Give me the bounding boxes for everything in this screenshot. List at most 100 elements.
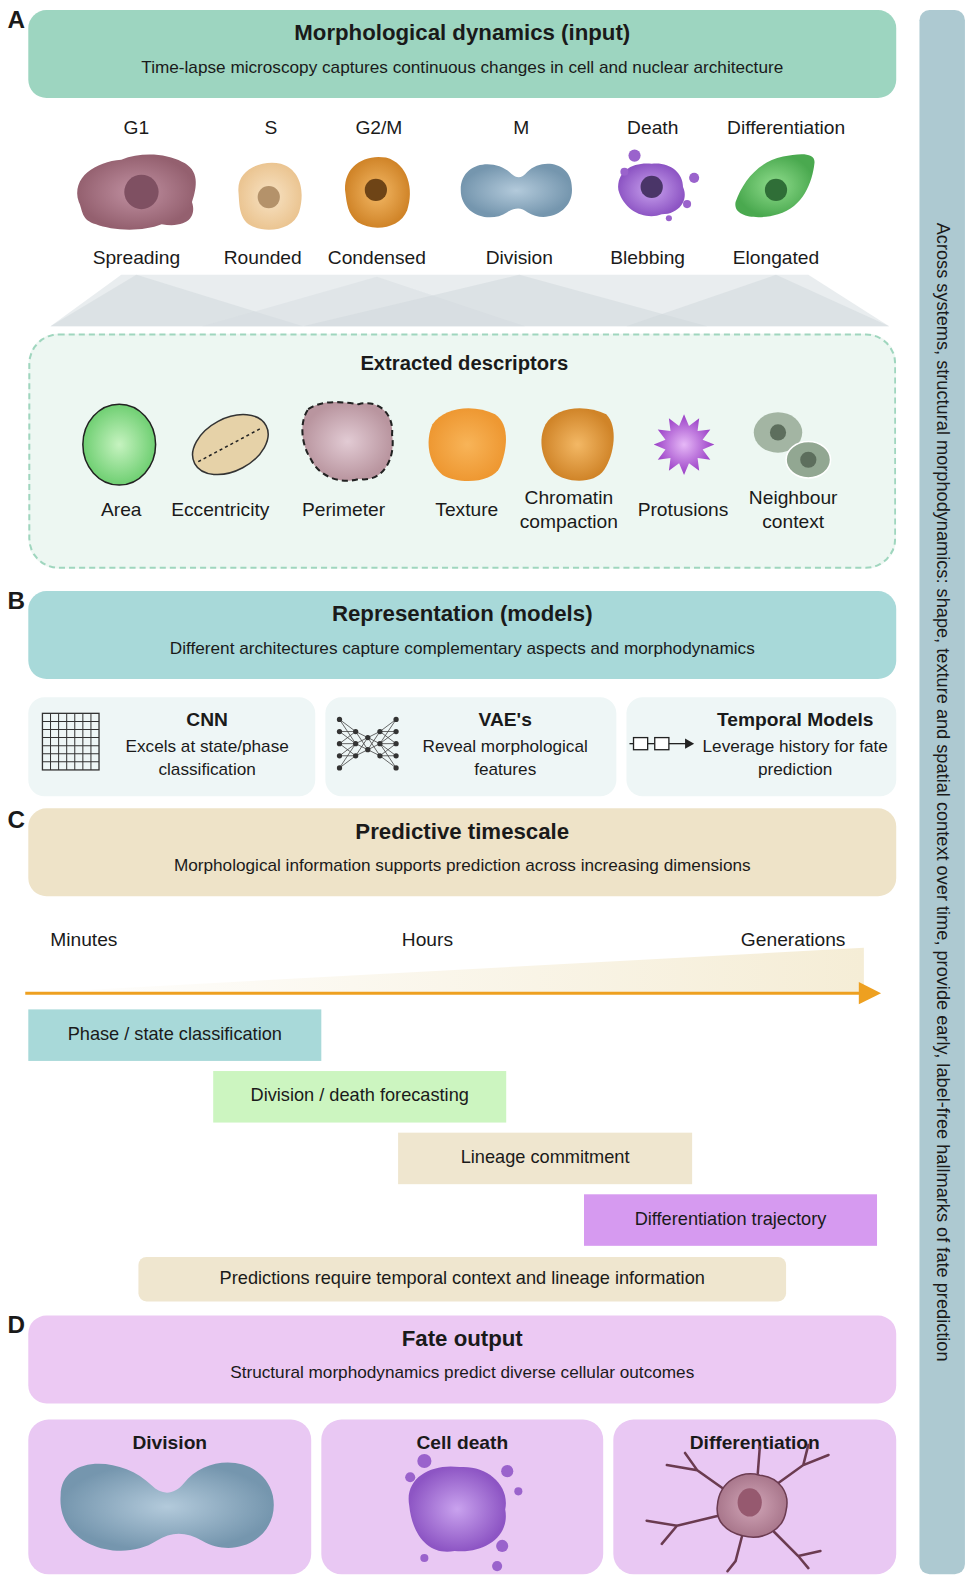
panel-letter: B (1, 587, 31, 616)
eccentricity-ellipse (182, 402, 278, 486)
descriptor-group: Extracted descriptors (28, 333, 896, 568)
descriptor-label: Texture (406, 499, 527, 522)
node-text: Division / death forecasting (213, 1085, 506, 1107)
panel-header: Representation (models) Different archite… (28, 591, 896, 679)
cell-spreading (77, 154, 196, 229)
timescale-bar: Differentiation trajectory (584, 1194, 877, 1246)
nucleus (365, 179, 387, 201)
timescale-bar: Division / death forecasting (213, 1071, 506, 1123)
node-text: Extracted descriptors (30, 351, 898, 375)
neuron-dendrites (647, 1445, 829, 1571)
node-heading: Morphological dynamics (input) (28, 20, 896, 47)
panel-header: Morphological dynamics (input) Time-lapse… (28, 10, 896, 98)
panel-header: Predictive timescaleMorphological inform… (28, 808, 896, 896)
panel-letter: A (1, 6, 31, 35)
timescale-bar: Lineage commitment (398, 1133, 692, 1185)
nucleus (738, 1488, 762, 1516)
node-text: Differentiation (613, 1432, 896, 1455)
timescale-label: Generations (722, 929, 863, 952)
chromatin-shape (541, 408, 613, 481)
morphology-label: Blebbing (582, 247, 713, 270)
temporal-icon-line (669, 743, 687, 744)
vae-network-icon (339, 719, 396, 767)
nucleus (770, 424, 786, 440)
node-text: Excels at state/phase classification (101, 735, 313, 781)
bleb (628, 150, 640, 162)
bleb (683, 200, 691, 208)
descriptor-label: Perimeter (278, 499, 409, 522)
node-text: Different architectures capture compleme… (28, 639, 896, 660)
descriptor-label: Eccentricity (155, 499, 286, 522)
bleb (689, 173, 699, 183)
nucleus (124, 175, 158, 209)
nucleus (641, 176, 663, 198)
cell-blebbing (618, 163, 685, 216)
nucleus (258, 186, 280, 208)
major-axis (198, 427, 262, 461)
phase-label: G2/M (313, 117, 444, 140)
nucleus (765, 179, 787, 201)
phase-label: M (456, 117, 587, 140)
node-text: Division (28, 1432, 311, 1455)
fate-box: Differentiation (613, 1420, 896, 1575)
node-text: Lineage commitment (398, 1147, 692, 1169)
model-box: CNNExcels at state/phase classification (28, 697, 315, 796)
cnn-grid-lines (42, 713, 99, 770)
descriptor-label: Area (66, 499, 177, 522)
timescale-label: Minutes (23, 929, 144, 952)
node-heading: Representation (models) (28, 601, 896, 628)
note-bar: Predictions require temporal context and… (138, 1257, 786, 1301)
fan-shape (51, 275, 890, 327)
morphology-label: Rounded (197, 247, 328, 270)
node-text: Cell death (321, 1432, 603, 1455)
dying-cell (409, 1466, 506, 1551)
side-banner: Across systems, structural morphodynamic… (919, 10, 964, 1574)
timescale-wedge (25, 948, 864, 993)
morphology-label: Spreading (71, 247, 202, 270)
temporal-icon-arrow (685, 739, 694, 749)
phase-label: Differentiation (700, 117, 872, 140)
eccentricity-shape (182, 402, 278, 486)
texture-shape (429, 408, 506, 481)
cnn-grid-icon (42, 713, 99, 770)
neighbour-cell (786, 442, 830, 478)
fate-box: Cell death (321, 1420, 603, 1575)
panel-letter: C (1, 806, 31, 835)
model-box: Temporal ModelsLeverage history for fate… (626, 697, 896, 796)
descriptor-label: Chromatin compaction (513, 487, 624, 533)
timescale-bar: Phase / state classification (28, 1009, 321, 1061)
phase-label: S (205, 117, 336, 140)
cell-division (461, 164, 572, 218)
morphology-label: Division (454, 247, 585, 270)
node-text: Predictions require temporal context and… (138, 1268, 786, 1290)
neuron-body (717, 1474, 787, 1537)
node-text: Time-lapse microscopy captures continuou… (28, 58, 896, 79)
phase-label: Death (587, 117, 718, 140)
temporal-icon-line (648, 743, 655, 744)
fan-shape (626, 275, 889, 327)
fate-box: Division (28, 1420, 311, 1575)
morphology-label: Elongated (710, 247, 841, 270)
cell-rounded (238, 163, 301, 230)
division-cell (60, 1463, 273, 1551)
node-heading: VAE's (402, 709, 608, 732)
node-text: Differentiation trajectory (584, 1208, 877, 1230)
perimeter-shape (302, 402, 392, 481)
blebs (405, 1454, 522, 1571)
fan-shape (303, 275, 707, 327)
node-text: Morphological information supports predi… (28, 856, 896, 877)
area-shape (83, 404, 156, 485)
temporal-icon-box (655, 738, 669, 750)
cell-elongated (735, 154, 814, 217)
nucleus (800, 452, 816, 468)
node-heading: Temporal Models (699, 709, 891, 732)
timescale-label: Hours (367, 929, 488, 952)
neighbour-cell (754, 412, 802, 452)
model-box: VAE'sReveal morphological features (325, 697, 616, 796)
cell-condensed (345, 157, 410, 228)
bleb (666, 215, 672, 221)
morphology-label: Condensed (311, 247, 442, 270)
node-text: Across systems, structural morphodynamic… (931, 15, 953, 1569)
node-text: Phase / state classification (28, 1024, 321, 1046)
descriptor-label: Neighbour context (738, 487, 849, 533)
